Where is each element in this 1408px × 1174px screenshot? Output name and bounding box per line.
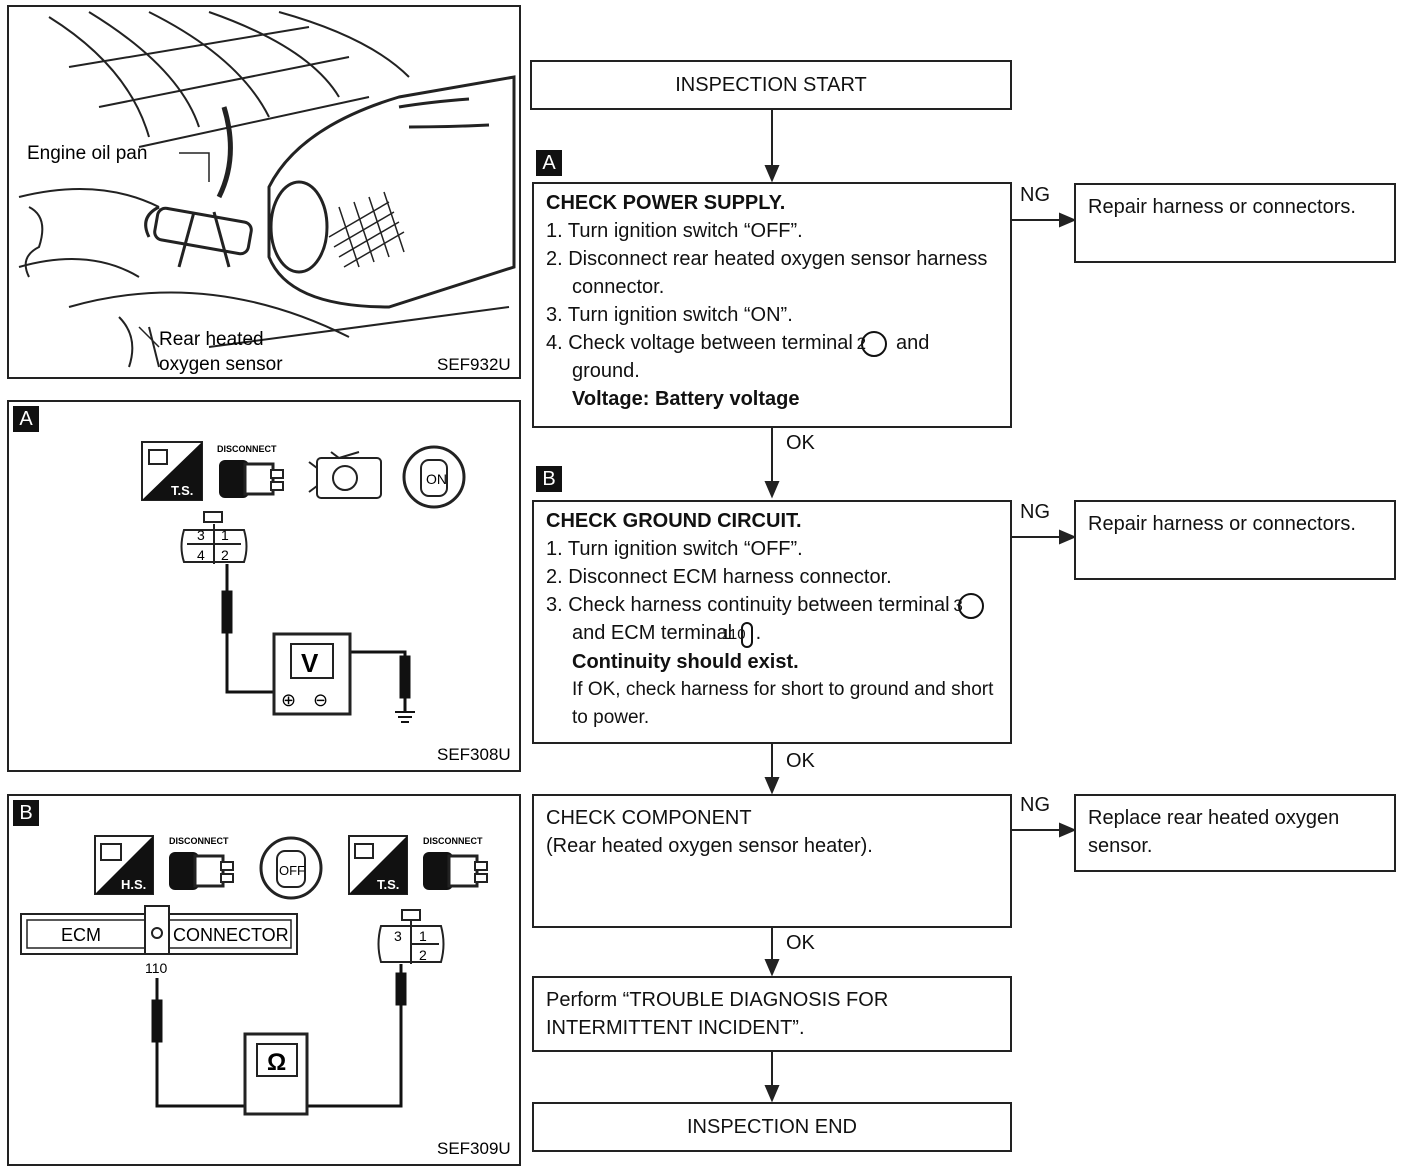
diagram-b-wiring: H.S. DISCONNECT OFF T.S. DISCONNECT xyxy=(20,835,511,1158)
svg-text:DISCONNECT: DISCONNECT xyxy=(169,836,229,846)
inspection-start-box: INSPECTION START xyxy=(530,60,1012,110)
diagram-a-panel: A T.S. DISCONNECT ON xyxy=(7,400,521,772)
step-a-4: 4. Check voltage between terminal 2 and … xyxy=(546,331,930,382)
step-a-3: 3. Turn ignition switch “ON”. xyxy=(546,304,793,326)
sensor-connector-a: 3 1 4 2 xyxy=(180,511,248,564)
svg-text:⊕: ⊕ xyxy=(281,690,296,710)
svg-text:110: 110 xyxy=(145,960,168,976)
ng-label-b: NG xyxy=(1020,501,1050,523)
svg-text:⊖: ⊖ xyxy=(313,690,328,710)
engine-oil-pan-label: Engine oil pan xyxy=(27,143,147,164)
ng-label-c: NG xyxy=(1020,794,1050,816)
step-c-sub: (Rear heated oxygen sensor heater). xyxy=(546,835,873,857)
check-power-supply-box: CHECK POWER SUPPLY. 1. Turn ignition swi… xyxy=(532,182,1012,428)
step-b-1: 1. Turn ignition switch “OFF”. xyxy=(546,538,803,560)
ecm-connector: ECM CONNECTOR 110 xyxy=(20,905,298,976)
voltmeter: V ⊕ ⊖ xyxy=(272,632,352,716)
figure-ref-sef309u: SEF309U xyxy=(437,1139,511,1158)
ok-label-c: OK xyxy=(786,932,815,954)
svg-text:1: 1 xyxy=(419,928,427,944)
ng-label-a: NG xyxy=(1020,184,1050,206)
svg-text:3: 3 xyxy=(394,928,402,944)
repair-result-b: Repair harness or connectors. xyxy=(1074,500,1396,580)
engine-icon xyxy=(308,451,382,499)
ecm-terminal-110-badge: 110 xyxy=(722,622,753,648)
sensor-label-line1: Rear heated xyxy=(159,329,264,350)
ok-label-a: OK xyxy=(786,432,815,454)
step-b-note: If OK, check harness for short to ground… xyxy=(572,679,994,728)
diagram-a-tag: A xyxy=(13,406,39,432)
step-a-spec: Voltage: Battery voltage xyxy=(572,388,800,410)
terminal-3-badge: 3 xyxy=(953,593,985,619)
hs-icon: H.S. xyxy=(94,835,154,895)
disconnect-icon-1: DISCONNECT xyxy=(169,836,234,890)
figure-ref-sef932u: SEF932U xyxy=(437,355,511,374)
step-b-title: CHECK GROUND CIRCUIT. xyxy=(546,510,802,532)
check-ground-circuit-box: CHECK GROUND CIRCUIT. 1. Turn ignition s… xyxy=(532,500,1012,744)
step-b-spec: Continuity should exist. xyxy=(572,651,799,673)
svg-text:DISCONNECT: DISCONNECT xyxy=(423,836,483,846)
step-b-2: 2. Disconnect ECM harness connector. xyxy=(546,566,892,588)
svg-text:CONNECTOR: CONNECTOR xyxy=(173,925,289,945)
svg-text:T.S.: T.S. xyxy=(377,877,399,892)
terminal-2-badge: 2 xyxy=(857,331,888,357)
svg-text:3: 3 xyxy=(197,527,205,543)
step-c-title: CHECK COMPONENT xyxy=(546,807,752,829)
svg-text:V: V xyxy=(301,648,319,678)
check-component-box: CHECK COMPONENT (Rear heated oxygen sens… xyxy=(532,794,1012,928)
flow-tag-b: B xyxy=(536,466,562,492)
svg-text:DISCONNECT: DISCONNECT xyxy=(217,444,277,454)
svg-text:4: 4 xyxy=(197,547,205,563)
disconnect-icon-2: DISCONNECT xyxy=(423,836,488,890)
ohmmeter: Ω xyxy=(243,1032,309,1116)
svg-text:Ω: Ω xyxy=(267,1049,286,1076)
ts-icon-b: T.S. xyxy=(348,835,408,895)
ignition-off-icon: OFF xyxy=(259,836,323,900)
illustration-panel-top: Engine oil pan Rear heated oxygen sensor… xyxy=(7,5,521,379)
svg-text:OFF: OFF xyxy=(279,863,305,878)
replace-sensor-result: Replace rear heated oxygen sensor. xyxy=(1074,794,1396,872)
step-b-3: 3. Check harness continuity between term… xyxy=(546,591,998,648)
svg-text:ECM: ECM xyxy=(61,925,101,945)
inspection-start-label: INSPECTION START xyxy=(675,73,867,96)
repair-result-a: Repair harness or connectors. xyxy=(1074,183,1396,263)
step-a-title: CHECK POWER SUPPLY. xyxy=(546,192,786,214)
figure-ref-sef308u: SEF308U xyxy=(437,745,511,764)
perform-intermittent-box: Perform “TROUBLE DIAGNOSIS FOR INTERMITT… xyxy=(532,976,1012,1052)
svg-text:T.S.: T.S. xyxy=(171,483,193,498)
svg-text:1: 1 xyxy=(221,527,229,543)
svg-text:2: 2 xyxy=(419,947,427,963)
inspection-end-label: INSPECTION END xyxy=(686,1115,858,1138)
diagram-a-wiring: T.S. DISCONNECT ON 3 xyxy=(141,441,511,764)
step-a-2: 2. Disconnect rear heated oxygen sensor … xyxy=(546,248,988,298)
svg-text:H.S.: H.S. xyxy=(121,877,146,892)
flow-tag-a: A xyxy=(536,150,562,176)
sensor-label-line2: oxygen sensor xyxy=(159,354,283,375)
inspection-end-box: INSPECTION END xyxy=(532,1102,1012,1152)
sensor-connector-b: 3 1 2 xyxy=(377,909,445,964)
exhaust-illustration: Engine oil pan Rear heated oxygen sensor… xyxy=(18,11,516,375)
diagram-b-tag: B xyxy=(13,800,39,826)
ok-label-b: OK xyxy=(786,750,815,772)
diagram-b-panel: B H.S. DISCONNECT OFF T.S. xyxy=(7,794,521,1166)
svg-text:ON: ON xyxy=(426,471,447,487)
svg-text:2: 2 xyxy=(221,547,229,563)
ignition-on-icon: ON xyxy=(402,445,466,509)
step-a-1: 1. Turn ignition switch “OFF”. xyxy=(546,220,803,242)
ts-icon: T.S. xyxy=(141,441,203,501)
disconnect-icon: DISCONNECT xyxy=(217,444,284,498)
